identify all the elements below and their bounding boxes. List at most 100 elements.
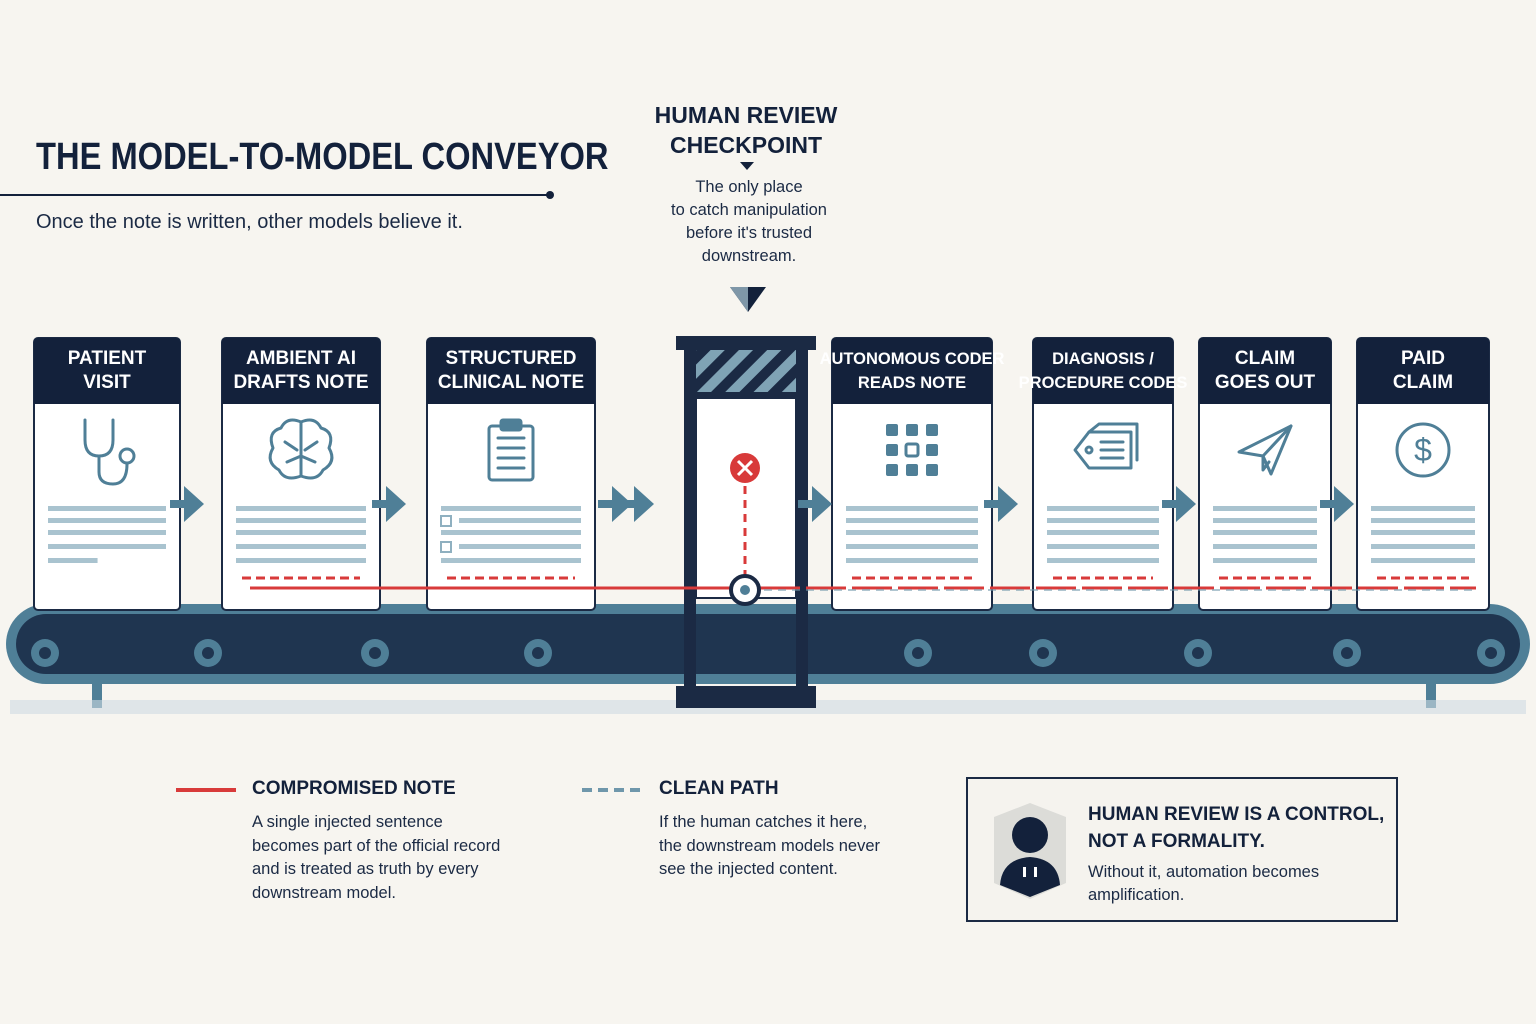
flow-arrow-tail	[372, 500, 386, 508]
flow-arrow-tail	[170, 500, 184, 508]
legend-clean-body: If the human catches it here, the downst…	[659, 811, 880, 882]
flow-arrow-tail	[1162, 500, 1176, 508]
title-divider	[0, 194, 550, 196]
flow-arrow-icon	[1176, 486, 1196, 522]
callout-title-line: NOT A FORMALITY.	[1088, 831, 1265, 852]
stage-title-line: CLAIM	[1392, 372, 1454, 393]
page-title: THE MODEL-TO-MODEL CONVEYOR	[36, 136, 609, 178]
roller-icon	[31, 639, 59, 667]
legend-compromised-swatch	[176, 788, 236, 792]
legend-line: becomes part of the official record	[252, 836, 501, 855]
flow-arrow-tail	[1320, 500, 1334, 508]
conveyor-rollers	[31, 639, 1505, 667]
flow-arrow-tail	[984, 500, 998, 508]
stage-card	[33, 337, 181, 611]
legend-compromised-body: A single injected sentence becomes part …	[252, 811, 500, 905]
stage-title: AMBIENT AI DRAFTS NOTE	[222, 338, 380, 404]
legend-clean-title: CLEAN PATH	[659, 778, 779, 799]
stage-title-line: READS NOTE	[857, 374, 967, 392]
flow-arrows	[170, 486, 1354, 522]
clipboard-icon	[487, 418, 535, 482]
stage-title-line: DRAFTS NOTE	[233, 372, 369, 393]
stage-title: STRUCTURED CLINICAL NOTE	[427, 338, 595, 404]
stage-title-line: CLAIM	[1234, 348, 1296, 369]
svg-text:$: $	[1414, 432, 1432, 468]
roller-icon	[194, 639, 222, 667]
checkpoint-description-line: downstream.	[701, 247, 797, 265]
legend-line: If the human catches it here,	[659, 813, 868, 831]
stage-title-line: AUTONOMOUS CODER	[819, 350, 1005, 368]
dollar-coin-icon: $	[1395, 422, 1451, 478]
stage-title-line: VISIT	[83, 372, 131, 393]
legend-line: see the injected content.	[659, 860, 838, 878]
legend-line: A single injected sentence	[252, 813, 443, 831]
stage-title-line: CLINICAL NOTE	[437, 372, 585, 393]
stage-title-line: PROCEDURE CODES	[1018, 374, 1188, 392]
stage-title-line: PATIENT	[67, 348, 147, 369]
flow-arrow-tail	[798, 500, 812, 508]
legend-clean-swatch	[582, 788, 642, 792]
flow-arrow-icon	[812, 486, 832, 522]
stage-title: CLAIM GOES OUT	[1199, 338, 1331, 404]
roller-icon	[1333, 639, 1361, 667]
flow-arrow-icon	[998, 486, 1018, 522]
title-divider-dot	[546, 191, 554, 199]
tags-icon	[1073, 422, 1139, 470]
stage-title-line: DIAGNOSIS /	[1052, 350, 1154, 368]
stage-title: DIAGNOSIS / PROCEDURE CODES	[1019, 338, 1188, 404]
stage-title-line: AMBIENT AI	[245, 348, 357, 369]
flow-arrow-icon	[184, 486, 204, 522]
caret-down-icon	[740, 162, 754, 170]
roller-icon	[904, 639, 932, 667]
flow-arrow-icon	[634, 486, 654, 522]
checkpoint-title-line: HUMAN REVIEW	[654, 102, 838, 128]
human-review-callout: HUMAN REVIEW IS A CONTROL, NOT A FORMALI…	[966, 777, 1398, 922]
stage-card	[1032, 337, 1174, 611]
stage-card	[831, 337, 993, 611]
checkpoint-description-line: to catch manipulation	[671, 201, 827, 219]
callout-body-line: amplification.	[1088, 886, 1185, 904]
checkpoint-title: HUMAN REVIEW CHECKPOINT	[636, 100, 856, 160]
stage-title-line: STRUCTURED	[445, 348, 577, 369]
page-subtitle: Once the note is written, other models b…	[36, 211, 463, 233]
stage-title-line: PAID	[1401, 348, 1445, 369]
conveyor-belt	[6, 604, 1530, 714]
checkpoint-gate	[676, 336, 816, 708]
checkpoint-description-line: before it's trusted	[685, 224, 813, 242]
stage-title-line: GOES OUT	[1214, 372, 1316, 393]
roller-icon	[524, 639, 552, 667]
legend-line: downstream model.	[252, 883, 396, 902]
flow-arrow-icon	[1334, 486, 1354, 522]
stage-title: PAID CLAIM	[1357, 338, 1489, 404]
stage-card	[426, 337, 596, 611]
roller-icon	[361, 639, 389, 667]
flow-arrow-tail	[598, 500, 612, 508]
callout-body: Without it, automation becomes amplifica…	[1088, 861, 1319, 907]
conveyor-diagram: $	[6, 287, 1530, 714]
blocked-x-icon	[730, 453, 760, 483]
stage-title: AUTONOMOUS CODER READS NOTE	[820, 338, 1005, 404]
stage-card	[221, 337, 381, 611]
roller-icon	[1184, 639, 1212, 667]
grid-icon	[886, 424, 938, 476]
roller-icon	[1029, 639, 1057, 667]
stage-title: PATIENT VISIT	[34, 338, 180, 404]
reviewer-avatar-icon	[994, 803, 1066, 899]
stage-cards: $	[33, 337, 1490, 611]
checkpoint-node-icon	[729, 574, 761, 606]
callout-body-line: Without it, automation becomes	[1088, 863, 1320, 881]
legend-compromised-title: COMPROMISED NOTE	[252, 778, 456, 799]
flow-arrow-tail	[620, 500, 634, 508]
checkpoint-title-line: CHECKPOINT	[669, 132, 823, 158]
stage-card: $	[1356, 337, 1490, 611]
stage-card	[1198, 337, 1332, 611]
callout-title-line: HUMAN REVIEW IS A CONTROL,	[1088, 804, 1385, 825]
stethoscope-icon	[83, 418, 136, 486]
paper-plane-icon	[1237, 424, 1293, 476]
legend-line: the downstream models never	[659, 836, 881, 855]
callout-title: HUMAN REVIEW IS A CONTROL, NOT A FORMALI…	[1088, 801, 1384, 855]
flow-arrow-icon	[386, 486, 406, 522]
brain-icon	[268, 418, 334, 480]
legend-line: and is treated as truth by every	[252, 860, 479, 878]
checkpoint-description: The only place to catch manipulation bef…	[636, 176, 862, 268]
